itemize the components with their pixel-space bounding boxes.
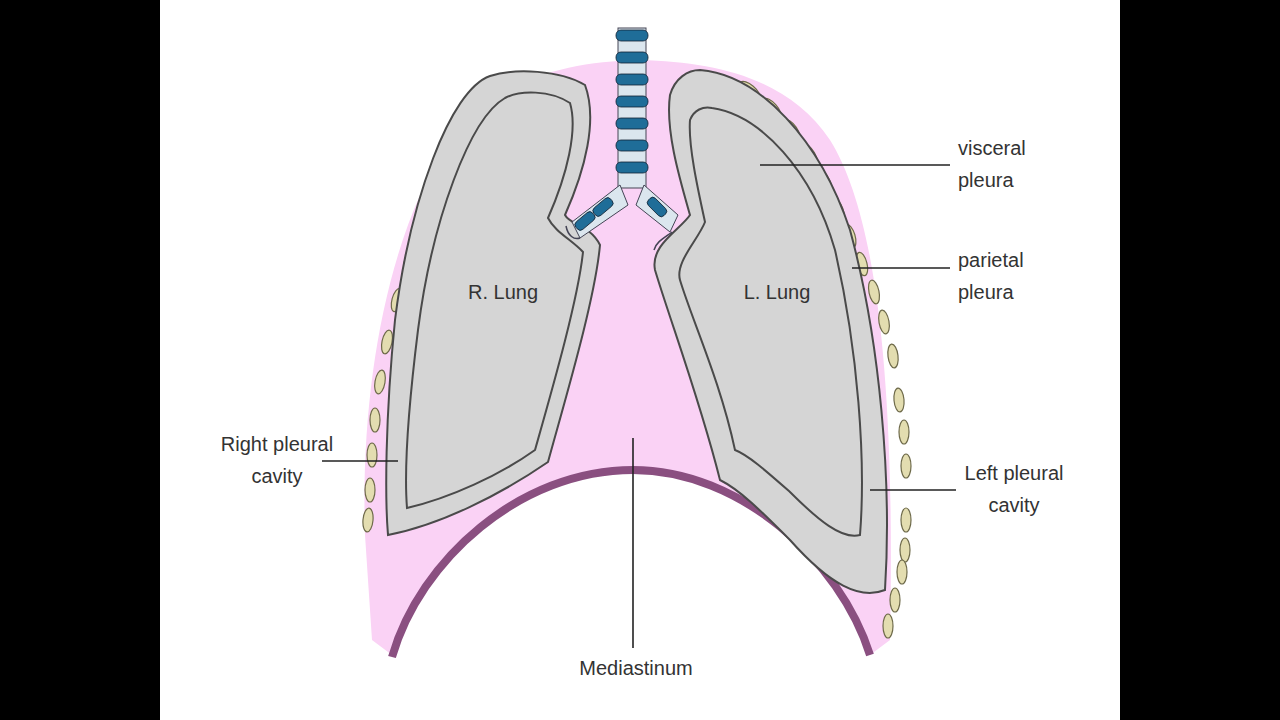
organ-label: L. Lung (727, 276, 827, 308)
region-label: Mediastinum (556, 652, 716, 684)
leader-lines (322, 165, 956, 648)
pleura-label: visceral pleura (958, 132, 1058, 196)
cavity-label: Right pleural cavity (208, 428, 346, 492)
right-parietal-pleura (386, 71, 600, 535)
left-visceral-pleura (679, 108, 862, 536)
organ-label: R. Lung (453, 276, 553, 308)
right-visceral-pleura (406, 93, 583, 508)
cavity-label: Left pleural cavity (950, 457, 1078, 521)
trachea (566, 28, 678, 250)
left-parietal-pleura (654, 70, 886, 593)
pleura-label: parietal pleura (958, 244, 1058, 308)
